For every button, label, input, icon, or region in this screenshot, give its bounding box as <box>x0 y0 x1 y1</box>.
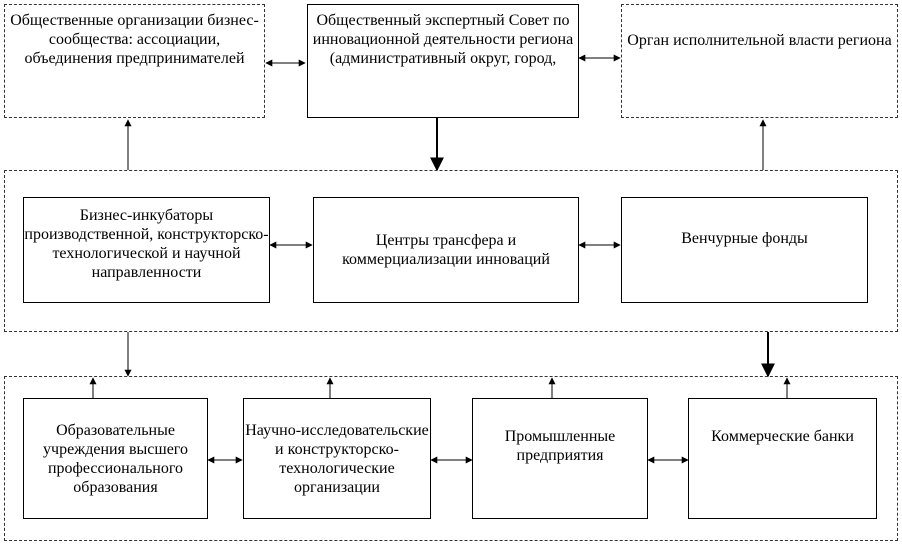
universities-box: Образовательные учреждения высшего профе… <box>23 398 208 519</box>
banks-box: Коммерческие банки <box>688 398 877 519</box>
transfer-centers-text: Центры трансфера и коммерциализации инно… <box>342 232 550 268</box>
business-orgs-box: Общественные организации бизнес-сообщест… <box>4 4 265 118</box>
research-orgs-box: Научно-исследовательские и конструкторск… <box>243 398 431 519</box>
business-orgs-text: Общественные организации бизнес-сообщест… <box>10 12 259 67</box>
incubators-text: Бизнес-инкубаторы производственной, конс… <box>24 207 269 281</box>
industrial-box: Промышленные предприятия <box>472 398 648 519</box>
incubators-box: Бизнес-инкубаторы производственной, конс… <box>23 197 270 303</box>
expert-council-text: Общественный экспертный Совет по инновац… <box>312 12 574 67</box>
banks-text: Коммерческие банки <box>711 428 854 445</box>
venture-funds-text: Венчурные фонды <box>681 230 808 247</box>
executive-body-text: Орган исполнительной власти региона <box>627 32 892 49</box>
executive-body-box: Орган исполнительной власти региона <box>621 4 898 118</box>
research-orgs-text: Научно-исследовательские и конструкторск… <box>245 421 429 496</box>
venture-funds-box: Венчурные фонды <box>621 197 868 303</box>
universities-text: Образовательные учреждения высшего профе… <box>43 421 188 496</box>
industrial-text: Промышленные предприятия <box>504 428 616 464</box>
bottom-group <box>4 376 898 541</box>
middle-group <box>4 170 898 332</box>
expert-council-box: Общественный экспертный Совет по инновац… <box>307 4 579 118</box>
transfer-centers-box: Центры трансфера и коммерциализации инно… <box>313 197 579 303</box>
